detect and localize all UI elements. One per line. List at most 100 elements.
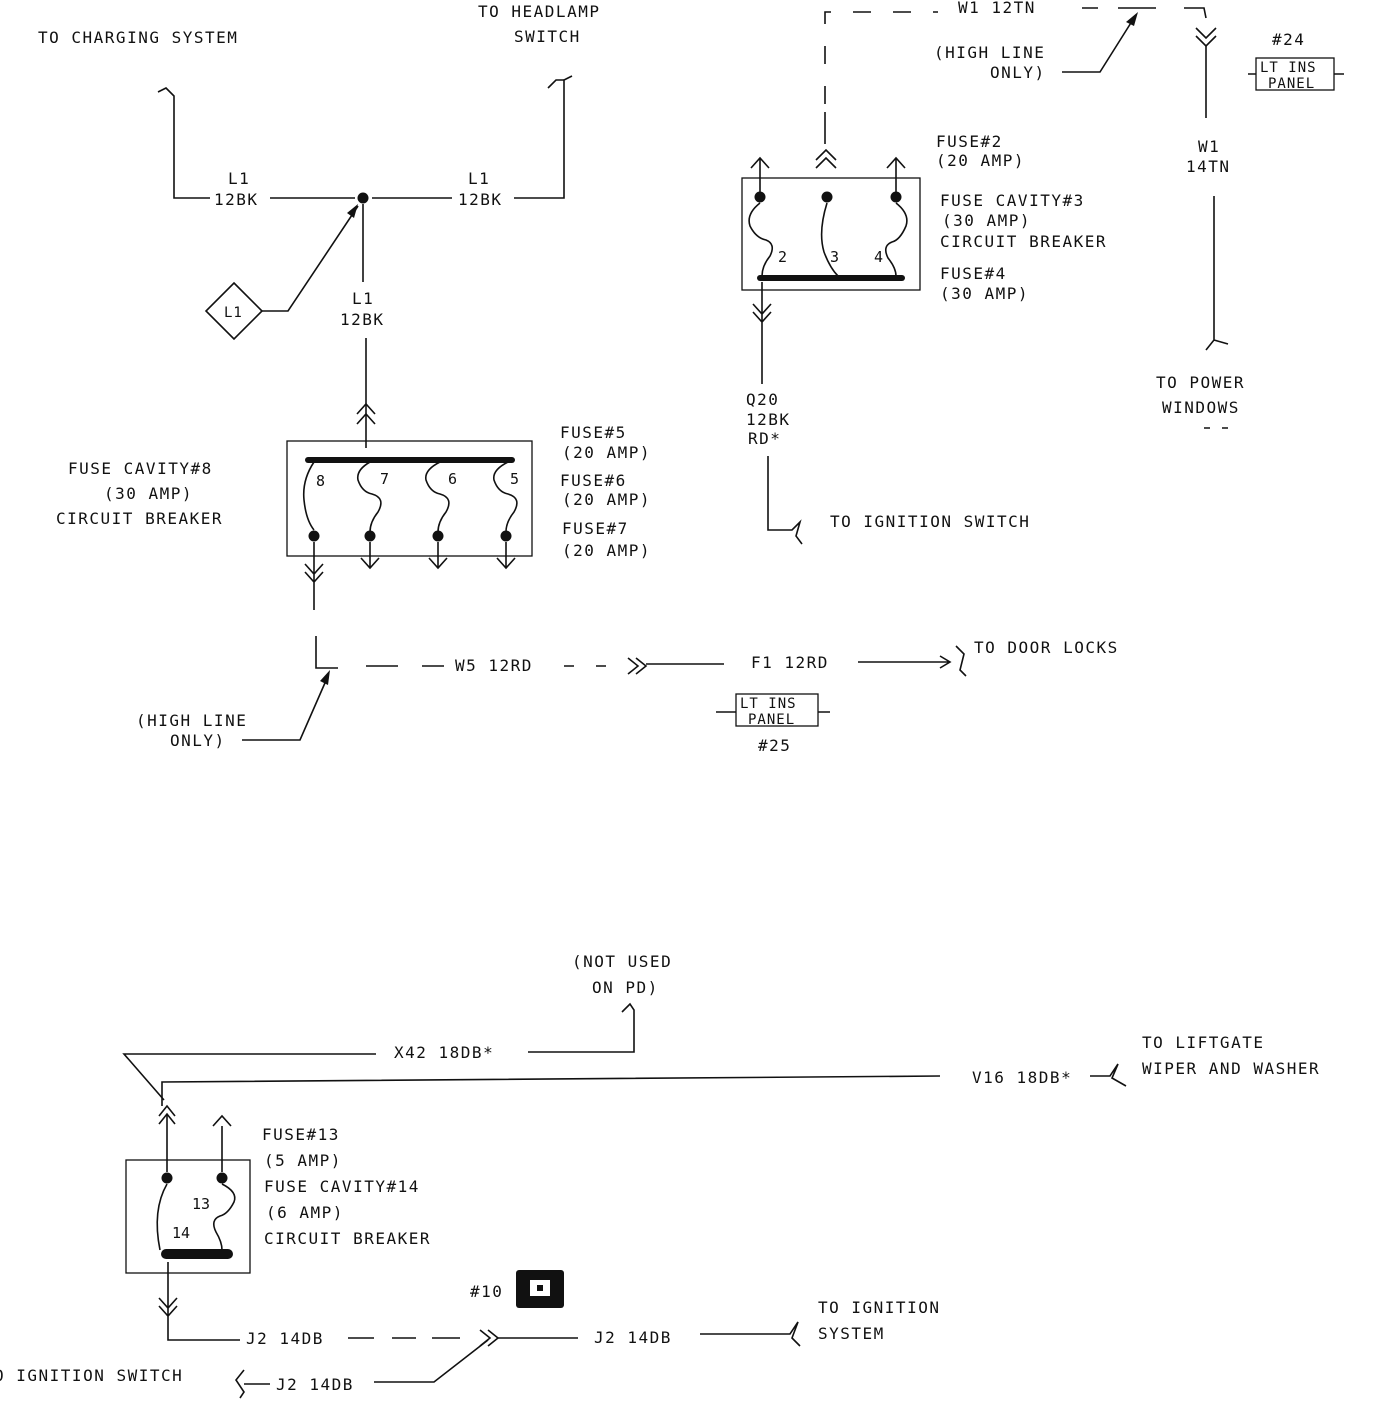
to-door-locks-label: TO DOOR LOCKS	[974, 638, 1119, 657]
fuse5-rating: (20 AMP)	[562, 443, 651, 462]
fuse2-name: FUSE#2	[936, 132, 1003, 151]
to-headlamp-label-1: TO HEADLAMP	[478, 2, 600, 21]
fuse7-rating: (20 AMP)	[562, 541, 651, 560]
high-line-right-pointer	[1062, 17, 1135, 73]
q20-output-arrow-icon	[752, 282, 772, 384]
cavity14-rating: (6 AMP)	[266, 1203, 344, 1222]
terminal-7	[364, 530, 376, 542]
to-ign-sys-label-2: SYSTEM	[818, 1324, 885, 1343]
wire-down-code: L1	[352, 289, 374, 308]
high-line-label-2: ONLY)	[170, 731, 226, 750]
w1-top-label: W1 12TN	[958, 0, 1036, 17]
output-5-arrow-icon	[496, 542, 516, 570]
splice-diamond-icon	[204, 281, 264, 341]
fuse7-name: FUSE#7	[562, 519, 629, 538]
fuse-block-left: FUSE CAVITY#8 (30 AMP) CIRCUIT BREAKER F…	[56, 423, 651, 610]
pos-6: 6	[448, 470, 457, 488]
terminal-3	[821, 191, 833, 203]
fuse-block-bottom-outline	[125, 1159, 251, 1274]
v16-wire-right	[1090, 1063, 1127, 1087]
headlamp-wire-tip	[547, 79, 564, 89]
terminal-13	[216, 1172, 228, 1184]
j2-label-a: J2 14DB	[246, 1329, 324, 1348]
j2-wire-right	[700, 1321, 801, 1347]
fuse-13	[212, 1183, 236, 1251]
to-power-label-1: TO POWER	[1156, 373, 1245, 392]
cavity14-name: FUSE CAVITY#14	[264, 1177, 420, 1196]
pos-4: 4	[874, 248, 883, 266]
fuse-6	[424, 461, 450, 533]
door-locks-wire-tip	[955, 645, 967, 677]
high-line-right-2: ONLY)	[990, 63, 1046, 82]
connector-24-id: #24	[1272, 30, 1305, 49]
x42-wire-right	[528, 1002, 635, 1053]
wire-left-code: L1	[228, 169, 250, 188]
pos-13: 13	[192, 1195, 210, 1213]
terminal-4-arrow-icon	[886, 156, 906, 192]
fuse2-arrow-icon	[815, 148, 837, 169]
w1-arrow-icon	[1195, 27, 1217, 48]
to-ignition-switch-bottom: O IGNITION SWITCH	[0, 1366, 183, 1385]
to-liftgate-label-1: TO LIFTGATE	[1142, 1033, 1264, 1052]
pos-3: 3	[830, 248, 839, 266]
connector-25-box	[735, 693, 819, 727]
breaker-8	[302, 461, 315, 531]
v16-label: V16 18DB*	[972, 1068, 1072, 1087]
connector-10-icon-pin	[537, 1285, 543, 1291]
fuse5-name: FUSE#5	[560, 423, 627, 442]
j2-wire-bottom-right	[374, 1339, 489, 1383]
terminal-8	[308, 530, 320, 542]
pos-14: 14	[172, 1224, 190, 1242]
to-charging-label: TO CHARGING SYSTEM	[38, 28, 238, 47]
splice-pointer-line	[262, 205, 359, 312]
high-line-right-1: (HIGH LINE	[934, 43, 1045, 62]
output-6-arrow-icon	[428, 542, 448, 570]
fuse-2	[748, 202, 774, 277]
q20-wire-to-ignition	[767, 456, 803, 545]
j2-label-b: J2 14DB	[594, 1328, 672, 1347]
to-power-label-2: WINDOWS	[1162, 398, 1240, 417]
high-line-right-arrowhead-icon	[1126, 12, 1138, 26]
j2-output-arrow-icon	[158, 1262, 240, 1341]
high-line-arrowhead-icon	[320, 670, 330, 685]
terminal-5	[500, 530, 512, 542]
x42-label: X42 18DB*	[394, 1043, 494, 1062]
fuse13-name: FUSE#13	[262, 1125, 340, 1144]
to-ignition-switch-label: TO IGNITION SWITCH	[830, 512, 1030, 531]
not-used-label-1: (NOT USED	[572, 952, 672, 971]
fuse-block-right-outline	[741, 177, 921, 291]
wire-left-spec: 12BK	[214, 190, 259, 209]
to-headlamp-label-2: SWITCH	[514, 27, 581, 46]
q20-code: Q20	[746, 390, 779, 409]
cavity3-rating: (30 AMP)	[942, 211, 1031, 230]
q20-suffix: RD*	[748, 429, 781, 448]
connector-25-arrow-icon	[627, 657, 648, 675]
breaker-3	[820, 202, 839, 277]
wire-to-headlamp	[514, 75, 573, 199]
connector-24-line2: PANEL	[1268, 76, 1315, 92]
pos-8: 8	[316, 472, 325, 490]
splice-diamond-label: L1	[224, 305, 243, 321]
fuse4-rating: (30 AMP)	[940, 284, 1029, 303]
terminal-2	[754, 191, 766, 203]
fuse-5	[492, 461, 518, 533]
pos-5: 5	[510, 470, 519, 488]
fuse-4	[884, 202, 908, 277]
terminal-2-arrow-icon	[750, 156, 770, 192]
w1-dashed-right	[1082, 7, 1207, 19]
to-ign-sys-label-1: TO IGNITION	[818, 1298, 940, 1317]
w1-wire-lower	[1205, 196, 1229, 351]
w1-dashed-left	[824, 11, 938, 104]
f1-wire-right	[858, 655, 952, 669]
fuse6-name: FUSE#6	[560, 471, 627, 490]
terminal-6	[432, 530, 444, 542]
w5-label: W5 12RD	[455, 656, 533, 675]
connector-25-line1: LT INS	[740, 696, 797, 712]
high-line-pointer	[242, 675, 329, 741]
fuse-7	[356, 461, 382, 533]
connector-arrow-icon	[356, 402, 376, 425]
cavity8-label-1: FUSE CAVITY#8	[68, 459, 213, 478]
fuse13-rating: (5 AMP)	[264, 1151, 342, 1170]
connector-25-line2: PANEL	[748, 712, 795, 728]
